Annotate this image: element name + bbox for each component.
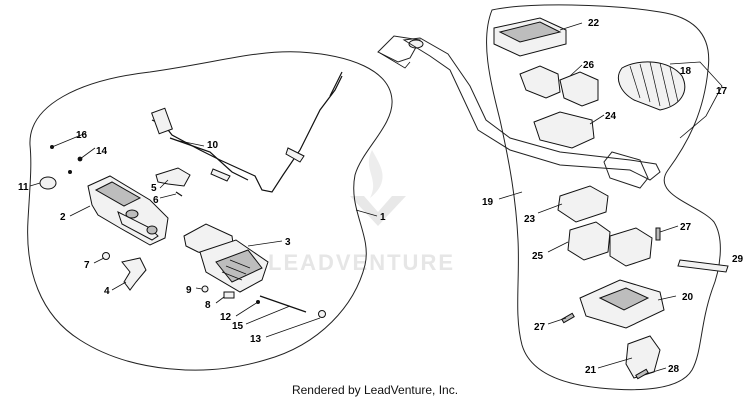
callout-1: 1 [380,212,386,223]
callout-11: 11 [18,182,29,193]
cover [493,17,567,57]
base-housing [579,279,665,329]
lever-assembly [183,223,269,293]
callout-25: 25 [532,251,544,262]
lever [155,167,191,197]
control-housing [87,175,169,246]
footer-credit: Rendered by LeadVenture, Inc. [291,383,459,397]
callout-15: 15 [232,321,244,332]
bracket-23 [557,185,609,223]
callout-5: 5 [151,183,157,194]
callout-7: 7 [84,260,90,271]
callout-29: 29 [732,254,744,265]
callout-19: 19 [482,197,494,208]
callout-24: 24 [605,111,617,122]
right-leaders [498,22,679,375]
callout-10: 10 [207,140,219,151]
callouts: 1 2 3 4 5 6 7 8 9 10 11 12 13 14 15 16 1… [18,18,744,376]
callout-21: 21 [585,365,597,376]
callout-17: 17 [716,86,728,97]
clamp-upper [519,65,599,107]
knob [39,176,57,190]
callout-27-lower: 27 [534,322,546,333]
throttle-cable [151,71,343,193]
callout-14: 14 [96,146,108,157]
callout-6: 6 [153,195,159,206]
callout-2: 2 [60,212,66,223]
latch [102,252,147,291]
callout-22: 22 [588,18,600,29]
callout-26: 26 [583,60,595,71]
callout-13: 13 [250,334,262,345]
callout-12: 12 [220,312,232,323]
callout-16: 16 [76,130,88,141]
callout-4: 4 [104,286,110,297]
callout-23: 23 [524,214,536,225]
watermark-text: LEADVENTURE [268,250,455,275]
callout-28: 28 [668,364,680,375]
callout-9: 9 [186,285,192,296]
strip [677,259,729,273]
clamp-lower [567,221,653,267]
callout-27-upper: 27 [680,222,692,233]
callout-18: 18 [680,66,692,77]
left-assembly-outline [27,51,393,371]
left-leaders [29,132,321,338]
grip [618,61,686,111]
screws-right [561,227,661,380]
handlebar-tube-end [377,35,424,69]
handlebar [402,37,661,189]
callout-20: 20 [682,292,694,303]
right-assembly-outline [486,4,721,391]
clamp-24 [533,111,595,149]
callout-8: 8 [205,300,211,311]
callout-3: 3 [285,237,291,248]
screws-14-16 [50,145,83,174]
hardware [201,285,326,318]
watermark: LEADVENTURE [268,150,455,275]
